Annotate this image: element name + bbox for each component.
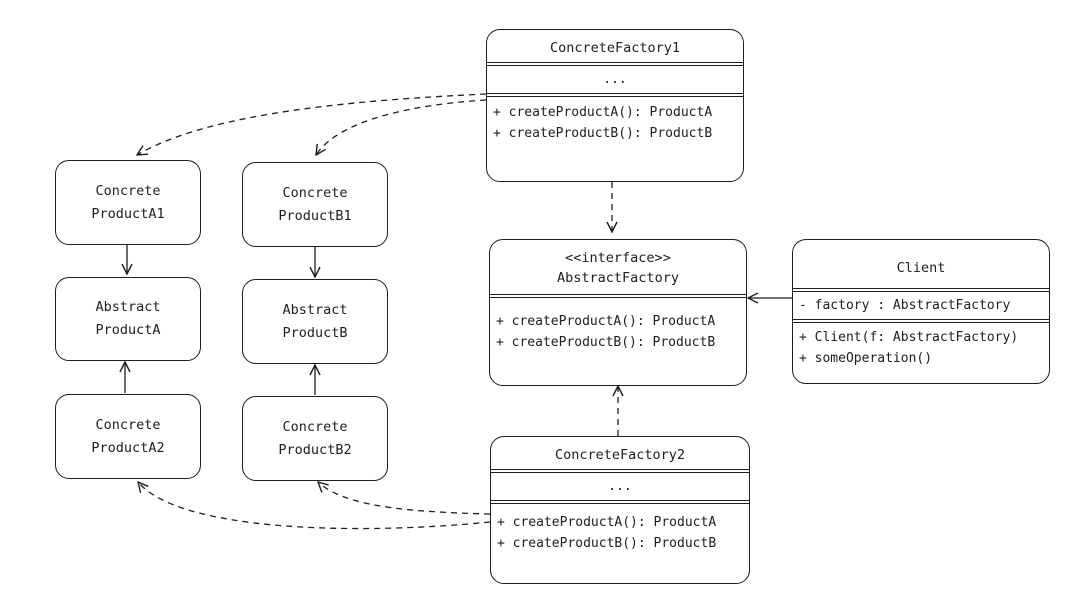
concrete-factory1-divider-top [487, 62, 743, 66]
concrete-factory1-class-box: ConcreteFactory1 ... + createProductA():… [486, 29, 744, 182]
concrete-factory2-method-b: + createProductB(): ProductB [497, 536, 717, 551]
concrete-factory2-method-a: + createProductA(): ProductA [497, 515, 717, 530]
concrete-product-a2-line2: ProductA2 [91, 439, 165, 456]
cf1-to-concrete-b1-arrow [316, 99, 487, 155]
concrete-factory2-name: ConcreteFactory2 [554, 447, 686, 463]
abstract-product-a-line2: ProductA [95, 322, 161, 338]
concrete-product-b1-line1: Concrete [282, 184, 348, 201]
abstract-factory-divider [490, 294, 746, 298]
concrete-factory1-method-a: + createProductA(): ProductA [493, 105, 713, 120]
client-method-some-operation: + someOperation() [799, 351, 933, 366]
concrete-product-a1-line1: Concrete [95, 182, 161, 199]
cf2-to-concrete-b2-arrow [318, 482, 491, 515]
concrete-factory1-method-b: + createProductB(): ProductB [493, 126, 713, 141]
cf1-to-concrete-a1-arrow [137, 93, 487, 155]
abstract-product-a-line1: Abstract [95, 299, 161, 315]
concrete-product-b2-line1: Concrete [282, 418, 348, 435]
concrete-factory1-divider-bottom [487, 93, 743, 97]
client-name: Client [896, 260, 946, 276]
concrete-product-b1-line2: ProductB1 [278, 207, 352, 224]
client-divider-top [793, 288, 1049, 292]
concrete-factory2-methods: + createProductA(): ProductA + createPro… [491, 504, 749, 554]
abstract-factory-interface-box: <<interface>> AbstractFactory + createPr… [489, 239, 747, 386]
concrete-factory2-divider-bottom [491, 500, 749, 504]
abstract-factory-method-a: + createProductA(): ProductA [496, 314, 716, 329]
abstract-factory-stereotype: <<interface>> [565, 250, 671, 266]
concrete-factory1-name: ConcreteFactory1 [549, 40, 681, 56]
client-method-constructor: + Client(f: AbstractFactory) [799, 330, 1019, 345]
client-field-factory: - factory : AbstractFactory [799, 298, 1011, 313]
client-fields: - factory : AbstractFactory [793, 292, 1049, 319]
abstract-factory-methods: + createProductA(): ProductA + createPro… [490, 298, 746, 353]
client-methods: + Client(f: AbstractFactory) + someOpera… [793, 323, 1049, 369]
abstract-product-b-line2: ProductB [282, 324, 348, 341]
client-class-box: Client - factory : AbstractFactory + Cli… [792, 239, 1050, 384]
concrete-factory2-divider-top [491, 469, 749, 473]
cf2-to-concrete-a2-arrow [138, 482, 491, 530]
concrete-product-a2-line1: Concrete [95, 416, 161, 433]
client-divider-bottom [793, 319, 1049, 323]
concrete-product-b2-line2: ProductB2 [278, 441, 352, 458]
concrete-factory1-fields: ... [603, 72, 627, 87]
concrete-factory2-class-box: ConcreteFactory2 ... + createProductA():… [490, 436, 750, 584]
concrete-product-a1-line2: ProductA1 [91, 205, 165, 222]
abstract-product-b-line1: Abstract [282, 301, 348, 318]
concrete-factory1-methods: + createProductA(): ProductA + createPro… [487, 97, 743, 144]
concrete-factory2-fields: ... [608, 479, 632, 494]
abstract-factory-method-b: + createProductB(): ProductB [496, 335, 716, 350]
abstract-factory-name: AbstractFactory [557, 270, 679, 286]
